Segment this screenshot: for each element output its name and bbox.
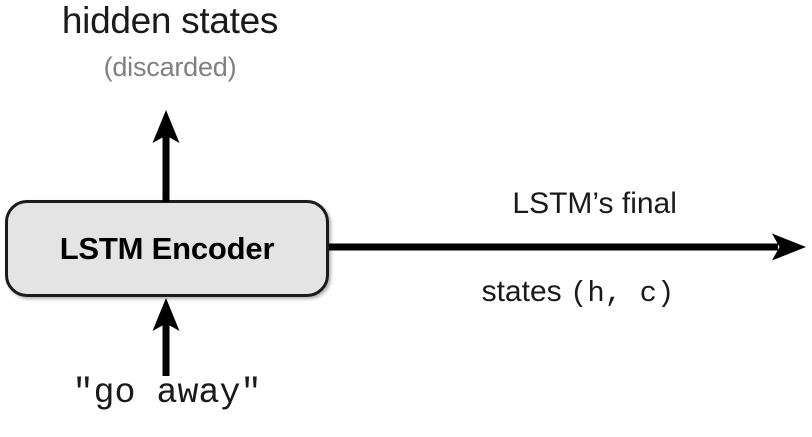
input-sequence-arrow <box>152 298 180 376</box>
final-states-tuple-code: (h, c) <box>569 277 675 310</box>
hidden-states-label: hidden states <box>61 0 279 41</box>
discarded-label: (discarded) <box>103 52 237 82</box>
final-states-label-line2: states (h, c) <box>418 270 738 316</box>
hidden-states-output-arrow <box>152 110 180 202</box>
input-sequence-label: "go away" <box>72 373 262 413</box>
final-states-label-line1: LSTM’s final <box>512 187 677 220</box>
final-states-label: LSTM’s final states (h, c) <box>418 138 738 404</box>
lstm-encoder-box: LSTM Encoder <box>5 200 329 297</box>
lstm-encoder-label: LSTM Encoder <box>59 230 275 266</box>
final-states-label-line2-prefix: states <box>481 275 570 308</box>
